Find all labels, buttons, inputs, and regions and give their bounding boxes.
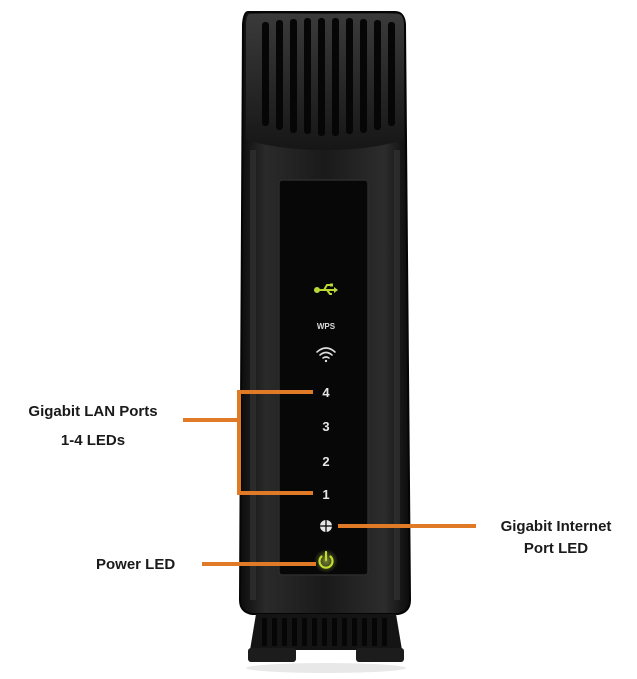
power-icon xyxy=(318,550,334,569)
wps-indicator-label: WPS xyxy=(317,322,336,331)
internet-callout-line1: Gigabit Internet xyxy=(500,518,612,535)
lan-callout-line1: Gigabit LAN Ports xyxy=(28,403,158,420)
lan2-indicator-label: 2 xyxy=(322,454,329,469)
vent-slots xyxy=(262,18,395,136)
lan-bracket-bottom xyxy=(237,491,313,495)
lan4-indicator-label: 4 xyxy=(322,385,330,400)
internet-leader xyxy=(338,524,476,528)
lan-leader-horizontal xyxy=(183,418,241,422)
lan-bracket-vertical xyxy=(237,390,241,495)
lan3-indicator-label: 3 xyxy=(322,419,329,434)
router-base xyxy=(246,614,406,673)
power-led-callout: Power LED xyxy=(96,556,176,573)
lan-callout-line2: 1-4 LEDs xyxy=(60,432,126,449)
usb-icon xyxy=(314,283,338,295)
internet-callout-line2: Port LED xyxy=(523,540,589,557)
internet-globe-icon xyxy=(320,520,332,532)
lan1-indicator-label: 1 xyxy=(322,487,329,502)
lan-bracket-top xyxy=(237,390,313,394)
indicator-panel xyxy=(278,179,369,576)
power-leader xyxy=(202,562,316,566)
wifi-icon xyxy=(316,347,336,363)
lan-ports-callout: Gigabit LAN Ports 1-4 LEDs xyxy=(8,402,178,450)
internet-led-callout: Gigabit Internet Port LED xyxy=(478,517,634,558)
